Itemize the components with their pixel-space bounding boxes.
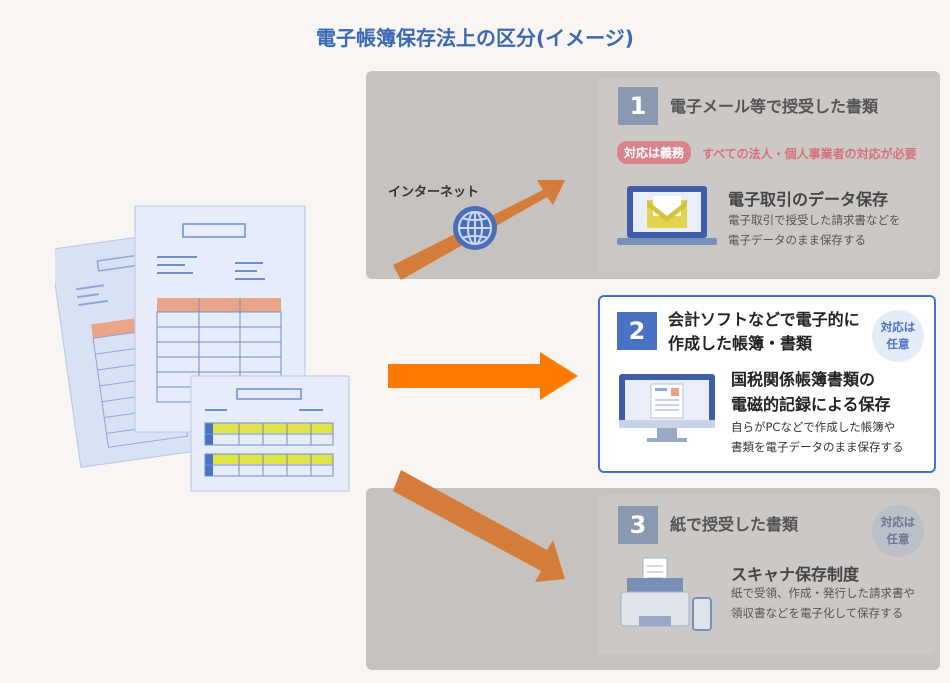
required-tag: 対応は義務 — [617, 141, 692, 164]
section-1-category: 電子取引のデータ保存 — [728, 190, 889, 209]
section-3-number: 3 — [618, 506, 658, 544]
section-3-heading: 紙で授受した書類 — [670, 515, 799, 534]
optional-badge-faded: 対応は 任意 — [872, 505, 924, 557]
optional-badge: 対応は 任意 — [872, 310, 924, 362]
section-1-description: 電子取引で授受した請求書などを 電子データのまま保存する — [728, 213, 901, 247]
laptop-mail-icon — [617, 186, 717, 245]
software-arrow — [388, 352, 578, 400]
internet-label: インターネット — [388, 185, 480, 200]
section-2-category: 国税関係帳簿書類の 電磁的記録による保存 — [731, 370, 891, 414]
spreadsheet-document-icon — [190, 375, 350, 492]
page-title: 電子帳簿保存法上の区分(イメージ) — [316, 26, 634, 50]
internet-arrow — [393, 180, 565, 280]
section-3-description: 紙で受領、作成・発行した請求書や 領収書などを電子化して保存する — [731, 586, 915, 620]
required-note: すべての法人・個人事業者の対応が必要 — [702, 147, 917, 161]
globe-icon — [453, 206, 497, 250]
desktop-monitor-icon — [619, 374, 715, 442]
section-2-description: 自らがPCなどで作成した帳簿や 書類を電子データのまま保存する — [731, 420, 904, 454]
section-2-number: 2 — [617, 312, 657, 350]
section-1-number: 1 — [618, 87, 658, 125]
scanner-phone-icon — [620, 557, 712, 631]
documents-illustration — [55, 205, 350, 492]
section-2-heading: 会計ソフトなどで電子的に 作成した帳簿・書類 — [668, 310, 860, 353]
section-1-heading: 電子メール等で授受した書類 — [670, 97, 879, 116]
section-3-category: スキャナ保存制度 — [731, 565, 860, 584]
paper-arrow — [393, 470, 565, 582]
